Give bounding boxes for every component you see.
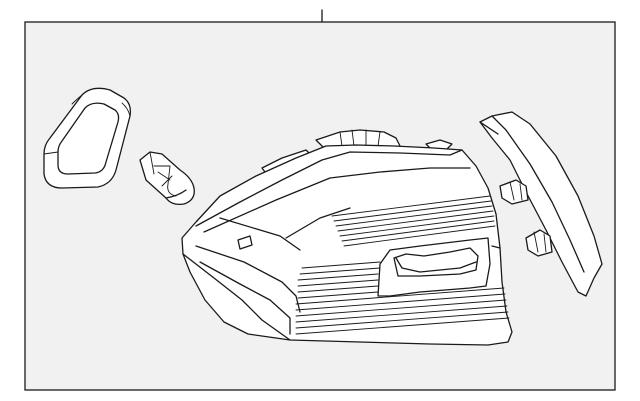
gasket-icon[interactable]	[43, 87, 132, 189]
tail-lamp-assembly-icon[interactable]	[181, 129, 513, 346]
bulb-icon[interactable]	[139, 151, 195, 206]
lamp-side-bracket-icon[interactable]	[479, 111, 603, 297]
